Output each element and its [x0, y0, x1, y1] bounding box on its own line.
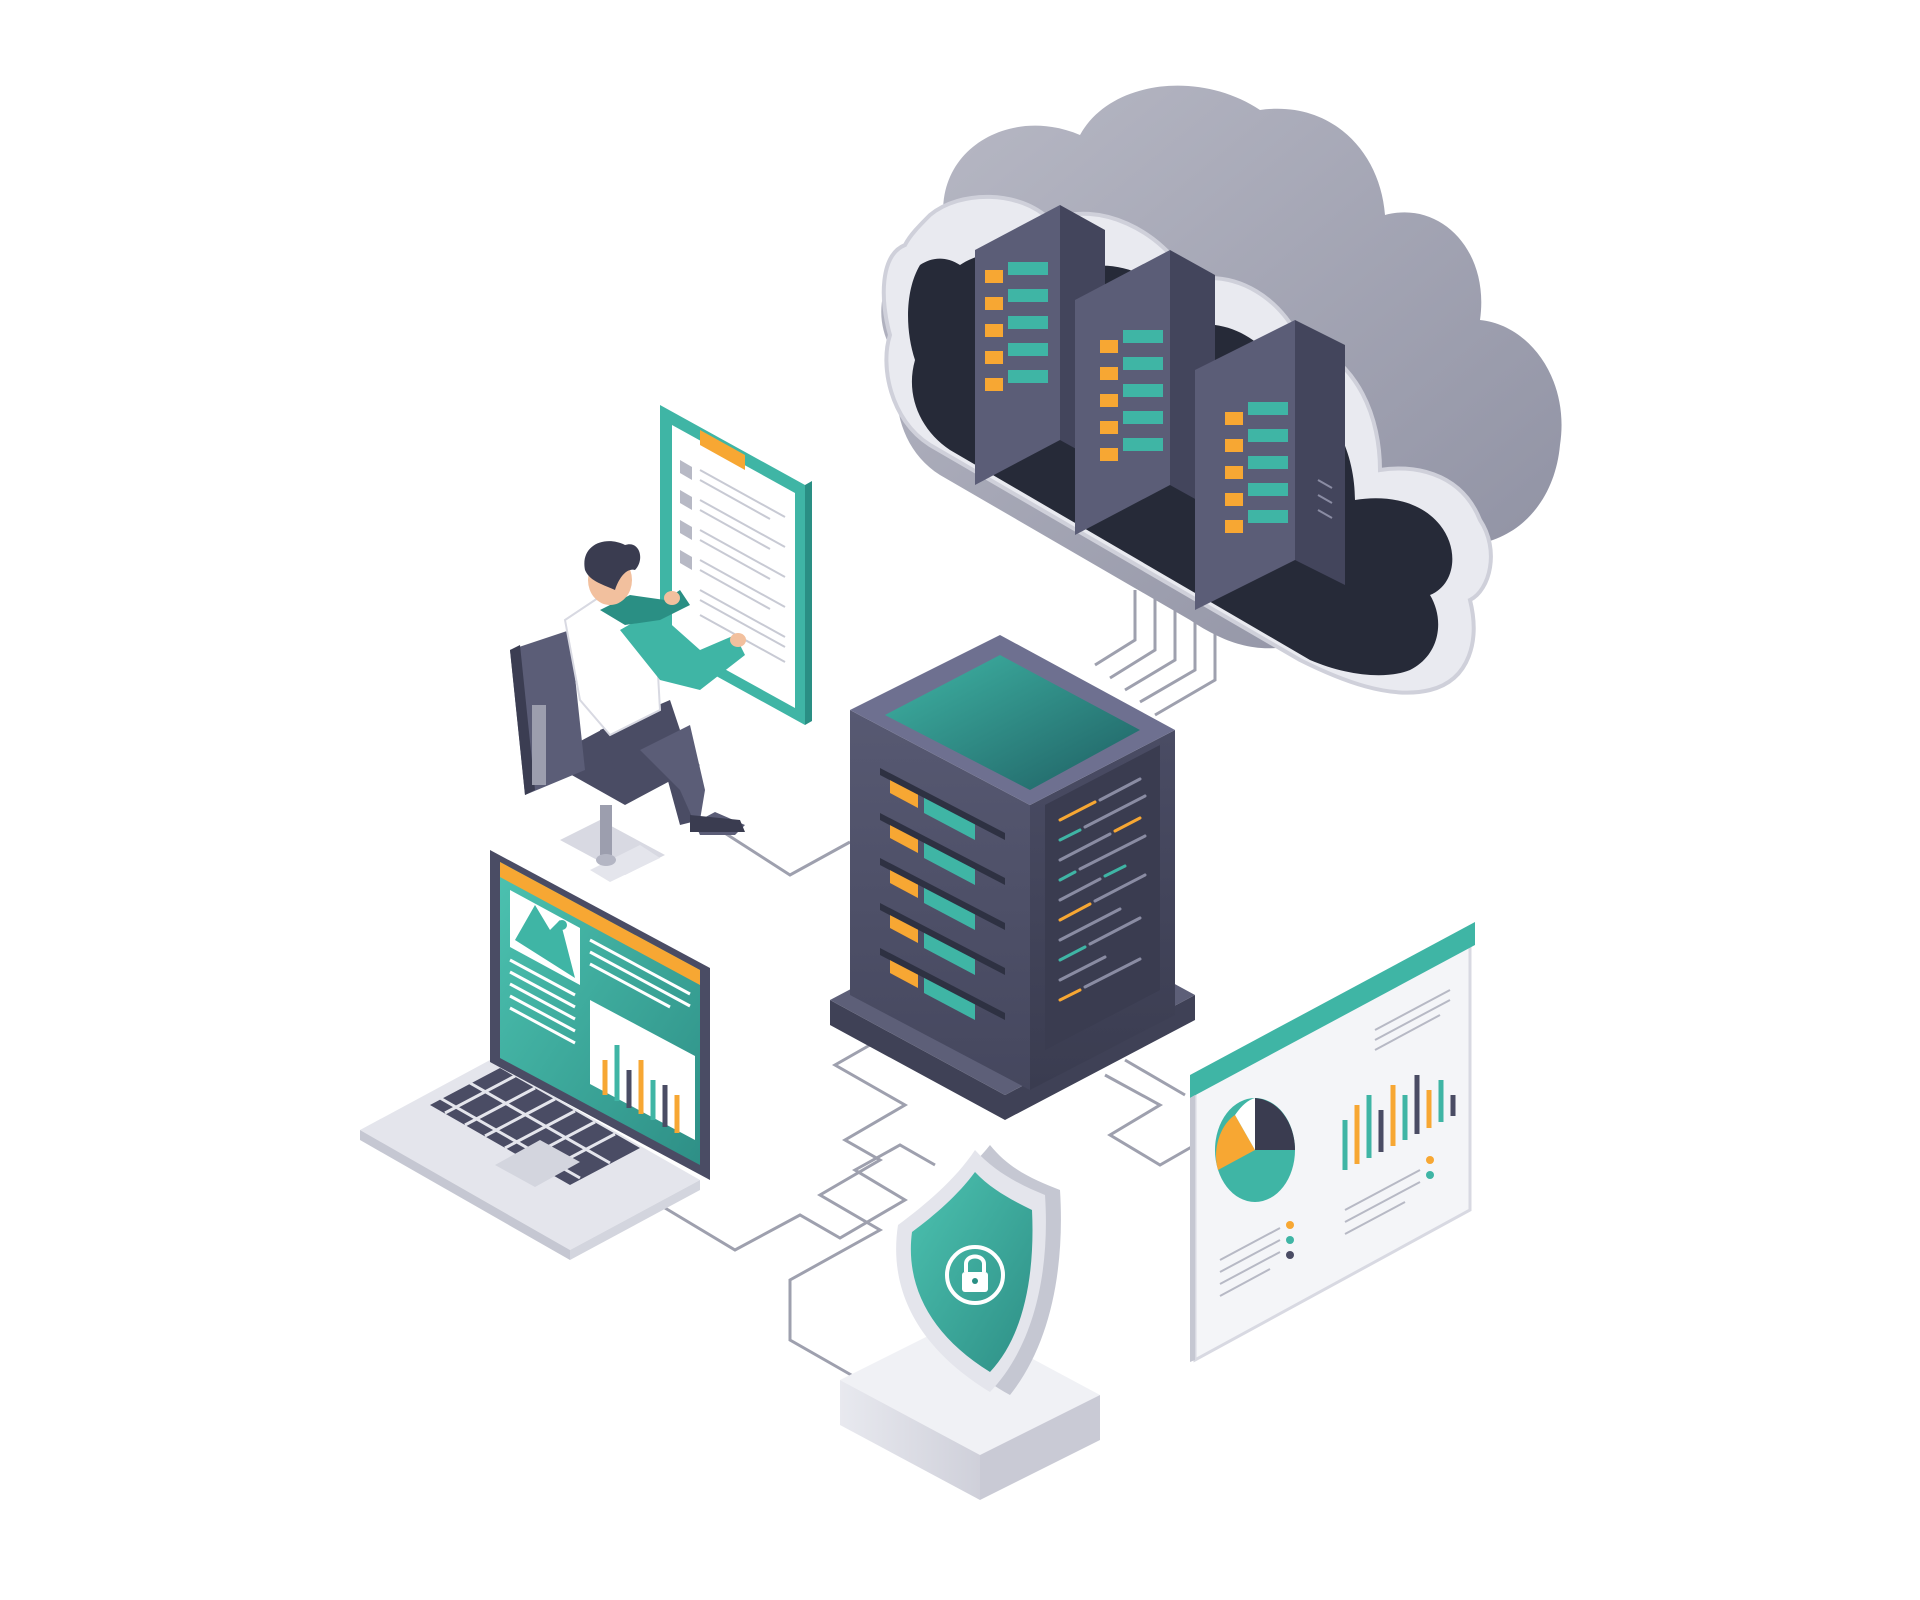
laptop-icon — [360, 850, 710, 1260]
cloud-server-rack-2 — [1075, 250, 1215, 535]
laptop-keyboard — [430, 1068, 640, 1185]
dashboard-icon — [1190, 922, 1475, 1363]
pie-chart-icon — [1215, 1098, 1295, 1202]
image-icon — [510, 890, 580, 985]
bar-chart-icon — [590, 1000, 695, 1140]
padlock-icon — [945, 1245, 1005, 1305]
clipboard-icon — [660, 405, 812, 725]
person-icon — [510, 541, 746, 882]
server-code-lines — [1058, 777, 1147, 1002]
dashboard-bar-chart — [1342, 1075, 1456, 1170]
network-cables — [659, 590, 1217, 1382]
cloud-server-rack-3 — [1195, 320, 1345, 610]
server-drive-bays — [880, 768, 1005, 1020]
server-rack-icon — [830, 635, 1195, 1120]
cloud-icon — [881, 85, 1562, 695]
shield-lock-icon — [840, 1145, 1100, 1500]
